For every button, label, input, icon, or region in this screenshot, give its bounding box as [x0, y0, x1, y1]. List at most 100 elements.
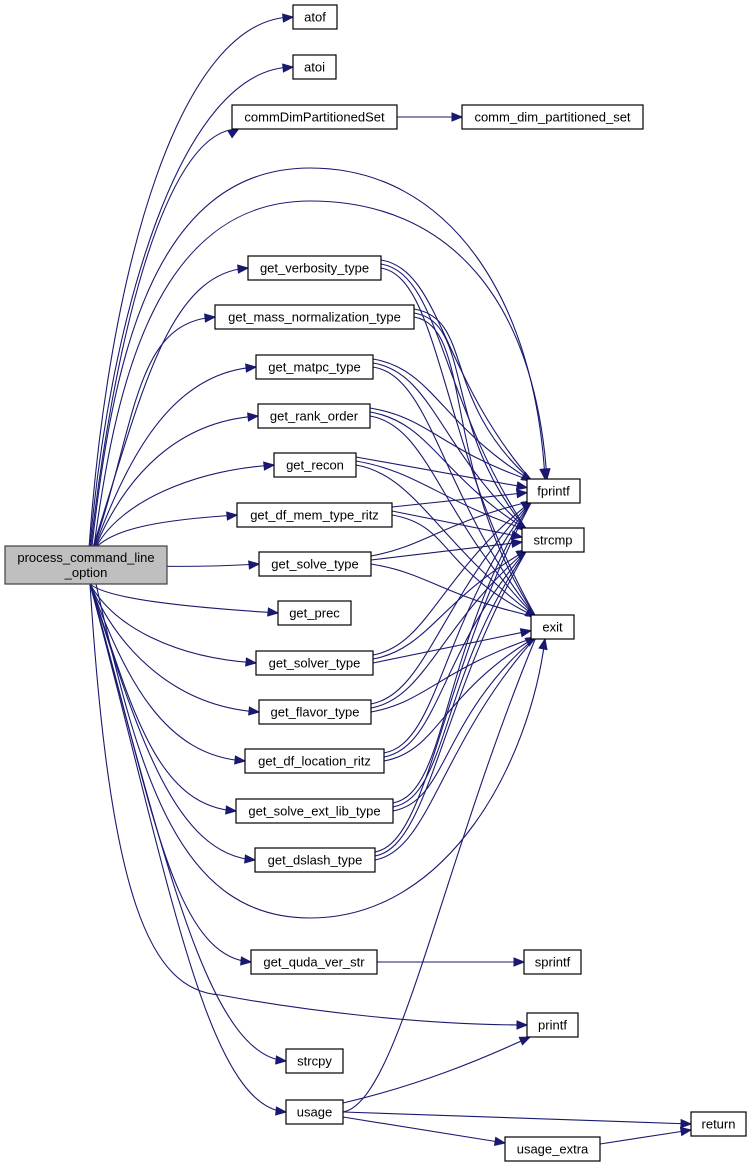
node-box — [530, 614, 575, 640]
edge-line — [93, 200, 548, 547]
edge-usage-to-usage-extra — [342, 1116, 507, 1147]
node-label: get_mass_normalization_type — [228, 310, 401, 325]
node-get-matpc-type[interactable]: get_matpc_type — [255, 354, 374, 380]
node-get-flavor-type[interactable]: get_flavor_type — [258, 699, 372, 725]
edge-line — [392, 549, 528, 808]
node-fprintf[interactable]: fprintf — [526, 478, 581, 504]
node-strcmp[interactable]: strcmp — [521, 527, 585, 553]
edge-line — [342, 1036, 531, 1104]
edge-line — [355, 464, 537, 618]
node-strcpy[interactable]: strcpy — [285, 1048, 344, 1074]
node-get-solver-type[interactable]: get_solver_type — [255, 650, 374, 676]
edge-line — [355, 460, 528, 531]
edge-line — [370, 541, 523, 561]
node-box — [526, 478, 581, 504]
node-return[interactable]: return — [690, 1111, 747, 1137]
node-get-solve-ext-lib-type[interactable]: get_solve_ext_lib_type — [235, 798, 394, 824]
edge-get-verbosity-type-to-strcmp — [380, 263, 529, 531]
edge-line — [380, 259, 533, 482]
arrowhead-icon — [516, 489, 529, 499]
node-label: return — [702, 1117, 736, 1132]
edge-line — [372, 549, 528, 660]
arrowhead-icon — [234, 755, 247, 765]
edge-get-matpc-type-to-exit — [372, 366, 538, 618]
node-label: get_df_location_ritz — [258, 754, 371, 769]
node-box — [523, 949, 582, 975]
edge-line — [94, 366, 257, 547]
node-commDimPartitionedSet[interactable]: commDimPartitionedSet — [231, 104, 398, 130]
edge-line — [89, 583, 256, 861]
edge-line — [374, 636, 537, 861]
edge-line — [369, 415, 537, 618]
node-box — [521, 527, 585, 553]
edge-get-matpc-type-to-strcmp — [372, 362, 529, 531]
edge-root-to-get-prec — [89, 583, 280, 617]
nodes-layer: process_command_line_option atof atoi commD… — [4, 4, 747, 1162]
edge-line — [370, 549, 528, 709]
edge-line — [97, 514, 238, 547]
node-root[interactable]: process_command_line_option — [4, 545, 168, 585]
node-exit[interactable]: exit — [530, 614, 575, 640]
node-label: _option — [64, 565, 108, 580]
node-label: get_prec — [289, 606, 340, 621]
edge-root-to-get-solve-ext-lib-type — [89, 583, 238, 815]
node-get-verbosity-type[interactable]: get_verbosity_type — [247, 255, 382, 281]
node-get-df-location-ritz[interactable]: get_df_location_ritz — [244, 748, 385, 774]
edge-line — [383, 500, 533, 754]
edge-get-recon-to-fprintf — [355, 456, 529, 491]
edge-get-df-mem-type-ritz-to-fprintf — [391, 489, 529, 508]
edge-root-to-usage — [89, 583, 288, 1116]
edge-get-flavor-type-to-fprintf — [370, 500, 534, 705]
edge-root-to-get-matpc-type — [94, 363, 258, 547]
edge-line — [89, 583, 237, 812]
edge-line — [89, 583, 252, 963]
edge-line — [374, 500, 533, 853]
node-box — [254, 847, 376, 873]
edge-usage-to-printf — [342, 1036, 532, 1104]
node-label: atof — [304, 10, 326, 25]
node-printf[interactable]: printf — [526, 1012, 579, 1038]
edge-line — [93, 316, 216, 547]
edge-line — [383, 549, 528, 758]
arrowhead-icon — [282, 63, 295, 73]
node-label: get_df_mem_type_ritz — [250, 508, 379, 523]
node-get-df-mem-type-ritz[interactable]: get_df_mem_type_ritz — [236, 502, 393, 528]
node-get-recon[interactable]: get_recon — [273, 452, 357, 478]
edge-get-solver-type-to-exit — [372, 628, 533, 664]
node-atoi[interactable]: atoi — [292, 54, 337, 80]
node-box — [292, 4, 338, 30]
arrowhead-icon — [226, 511, 239, 521]
edge-line — [370, 500, 533, 557]
node-get-quda-ver-str[interactable]: get_quda_ver_str — [250, 949, 378, 975]
node-comm-dim-partitioned-set[interactable]: comm_dim_partitioned_set — [461, 104, 644, 130]
arrowhead-icon — [247, 412, 260, 422]
node-box — [247, 255, 382, 281]
node-usage-extra[interactable]: usage_extra — [504, 1136, 601, 1162]
edge-get-df-location-ritz-to-strcmp — [383, 549, 529, 758]
node-label: exit — [542, 620, 563, 635]
arrowhead-icon — [493, 1136, 507, 1147]
node-label: fprintf — [537, 484, 570, 499]
node-get-prec[interactable]: get_prec — [277, 600, 352, 626]
node-box — [292, 54, 337, 80]
node-get-rank-order[interactable]: get_rank_order — [257, 403, 371, 429]
node-get-mass-normalization-type[interactable]: get_mass_normalization_type — [214, 304, 415, 330]
node-get-solve-type[interactable]: get_solve_type — [258, 551, 372, 577]
edge-line — [342, 1116, 506, 1144]
edge-line — [96, 464, 275, 547]
node-sprintf[interactable]: sprintf — [523, 949, 582, 975]
node-get-dslash-type[interactable]: get_dslash_type — [254, 847, 376, 873]
node-atof[interactable]: atof — [292, 4, 338, 30]
edge-line — [355, 456, 528, 489]
edge-root-to-get-df-mem-type-ritz — [97, 511, 239, 547]
arrowhead-icon — [519, 628, 533, 638]
edge-line — [372, 358, 533, 482]
node-usage[interactable]: usage — [285, 1099, 344, 1125]
arrowhead-icon — [248, 560, 261, 570]
edge-get-dslash-type-to-fprintf — [374, 500, 534, 853]
arrowhead-icon — [263, 461, 276, 471]
node-box — [273, 452, 357, 478]
edge-line — [392, 500, 533, 804]
edge-root-to-get-rank-order — [95, 412, 260, 547]
node-label: strcmp — [534, 533, 573, 548]
